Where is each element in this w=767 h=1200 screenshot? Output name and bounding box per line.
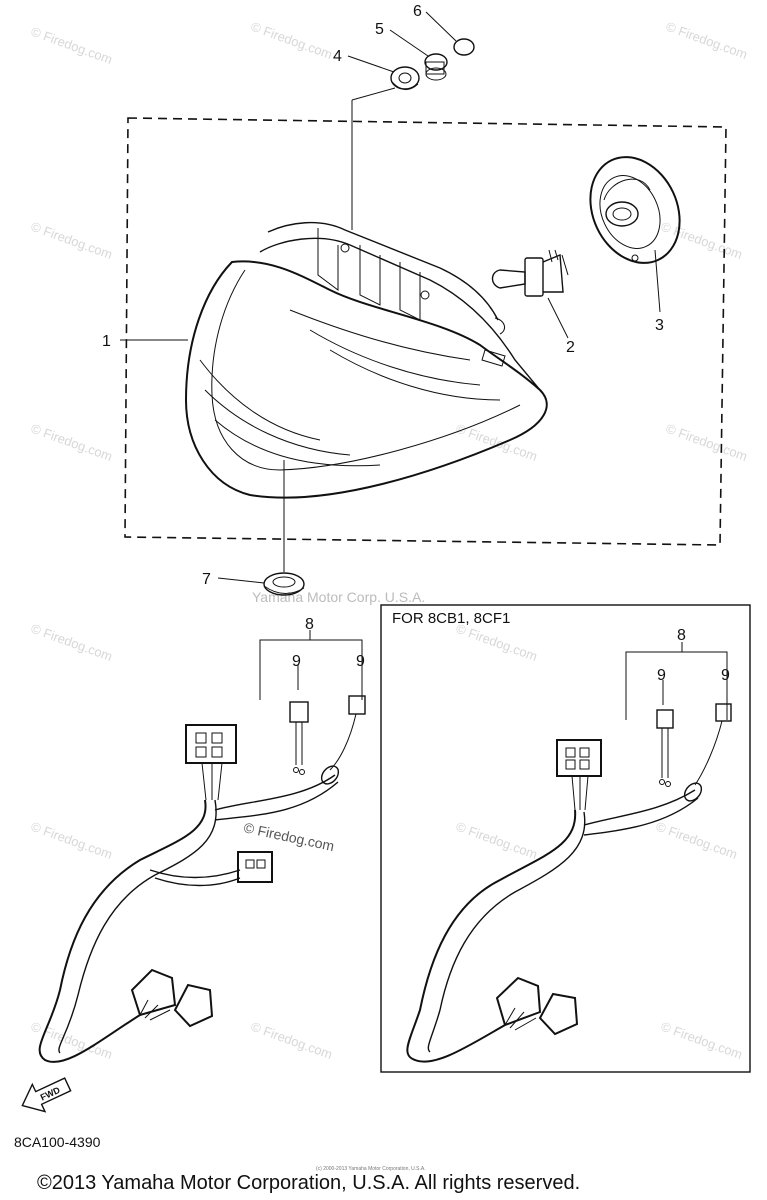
grommet-7: [263, 572, 305, 596]
inset-callout-8: 8: [677, 627, 686, 644]
part-grommet-4: [390, 66, 420, 90]
callout-7: 7: [202, 571, 211, 588]
inset-title: FOR 8CB1, 8CF1: [392, 610, 510, 627]
watermark-layer: © Firedog.com © Firedog.com © Firedog.co…: [29, 19, 749, 1062]
watermark: © Firedog.com: [454, 621, 539, 664]
watermark: © Firedog.com: [29, 621, 114, 664]
watermark: © Firedog.com: [29, 819, 114, 862]
watermark: © Firedog.com: [654, 819, 739, 862]
copyright: ©2013 Yamaha Motor Corporation, U.S.A. A…: [37, 1172, 580, 1194]
callout-3: 3: [655, 317, 664, 334]
assembly-boundary: [124, 117, 727, 546]
watermark: © Firedog.com: [29, 421, 114, 464]
callout-9: 9: [292, 653, 301, 670]
watermark-center: Yamaha Motor Corp. U.S.A.: [252, 589, 425, 605]
callout-4: 4: [333, 48, 342, 65]
callout-9: 9: [356, 653, 365, 670]
fine-print: (c) 2000-2013 Yamaha Motor Corporation, …: [316, 1166, 426, 1172]
watermark-mid: © Firedog.com: [242, 819, 335, 854]
wiring-harness-inset: [406, 642, 732, 1063]
part-collar-5: [424, 53, 448, 81]
watermark: © Firedog.com: [29, 24, 114, 67]
callout-6: 6: [413, 3, 422, 20]
callouts: 1 2 3 4 5 6 7 8 9 9 8 9 9: [102, 3, 730, 684]
callout-2: 2: [566, 339, 575, 356]
headlight-bulb: [491, 249, 569, 297]
inset-callout-9: 9: [721, 667, 730, 684]
part-code: 8CA100-4390: [14, 1134, 101, 1150]
fwd-arrow-icon: FWD: [21, 1077, 72, 1113]
watermark: © Firedog.com: [659, 219, 744, 262]
watermark: © Firedog.com: [249, 19, 334, 62]
headlight-assembly: [184, 221, 548, 499]
callout-5: 5: [375, 21, 384, 38]
watermark: © Firedog.com: [249, 1019, 334, 1062]
watermark: © Firedog.com: [659, 1019, 744, 1062]
callout-1: 1: [102, 333, 111, 350]
inset-callout-9: 9: [657, 667, 666, 684]
watermark: © Firedog.com: [664, 421, 749, 464]
callout-8: 8: [305, 616, 314, 633]
watermark: © Firedog.com: [664, 19, 749, 62]
watermark: © Firedog.com: [454, 819, 539, 862]
inset-box: [380, 604, 751, 1073]
part-nut-6: [453, 38, 475, 56]
wiring-harness-left: [38, 630, 366, 1063]
watermark: © Firedog.com: [29, 219, 114, 262]
bulb-cover: [589, 156, 681, 264]
